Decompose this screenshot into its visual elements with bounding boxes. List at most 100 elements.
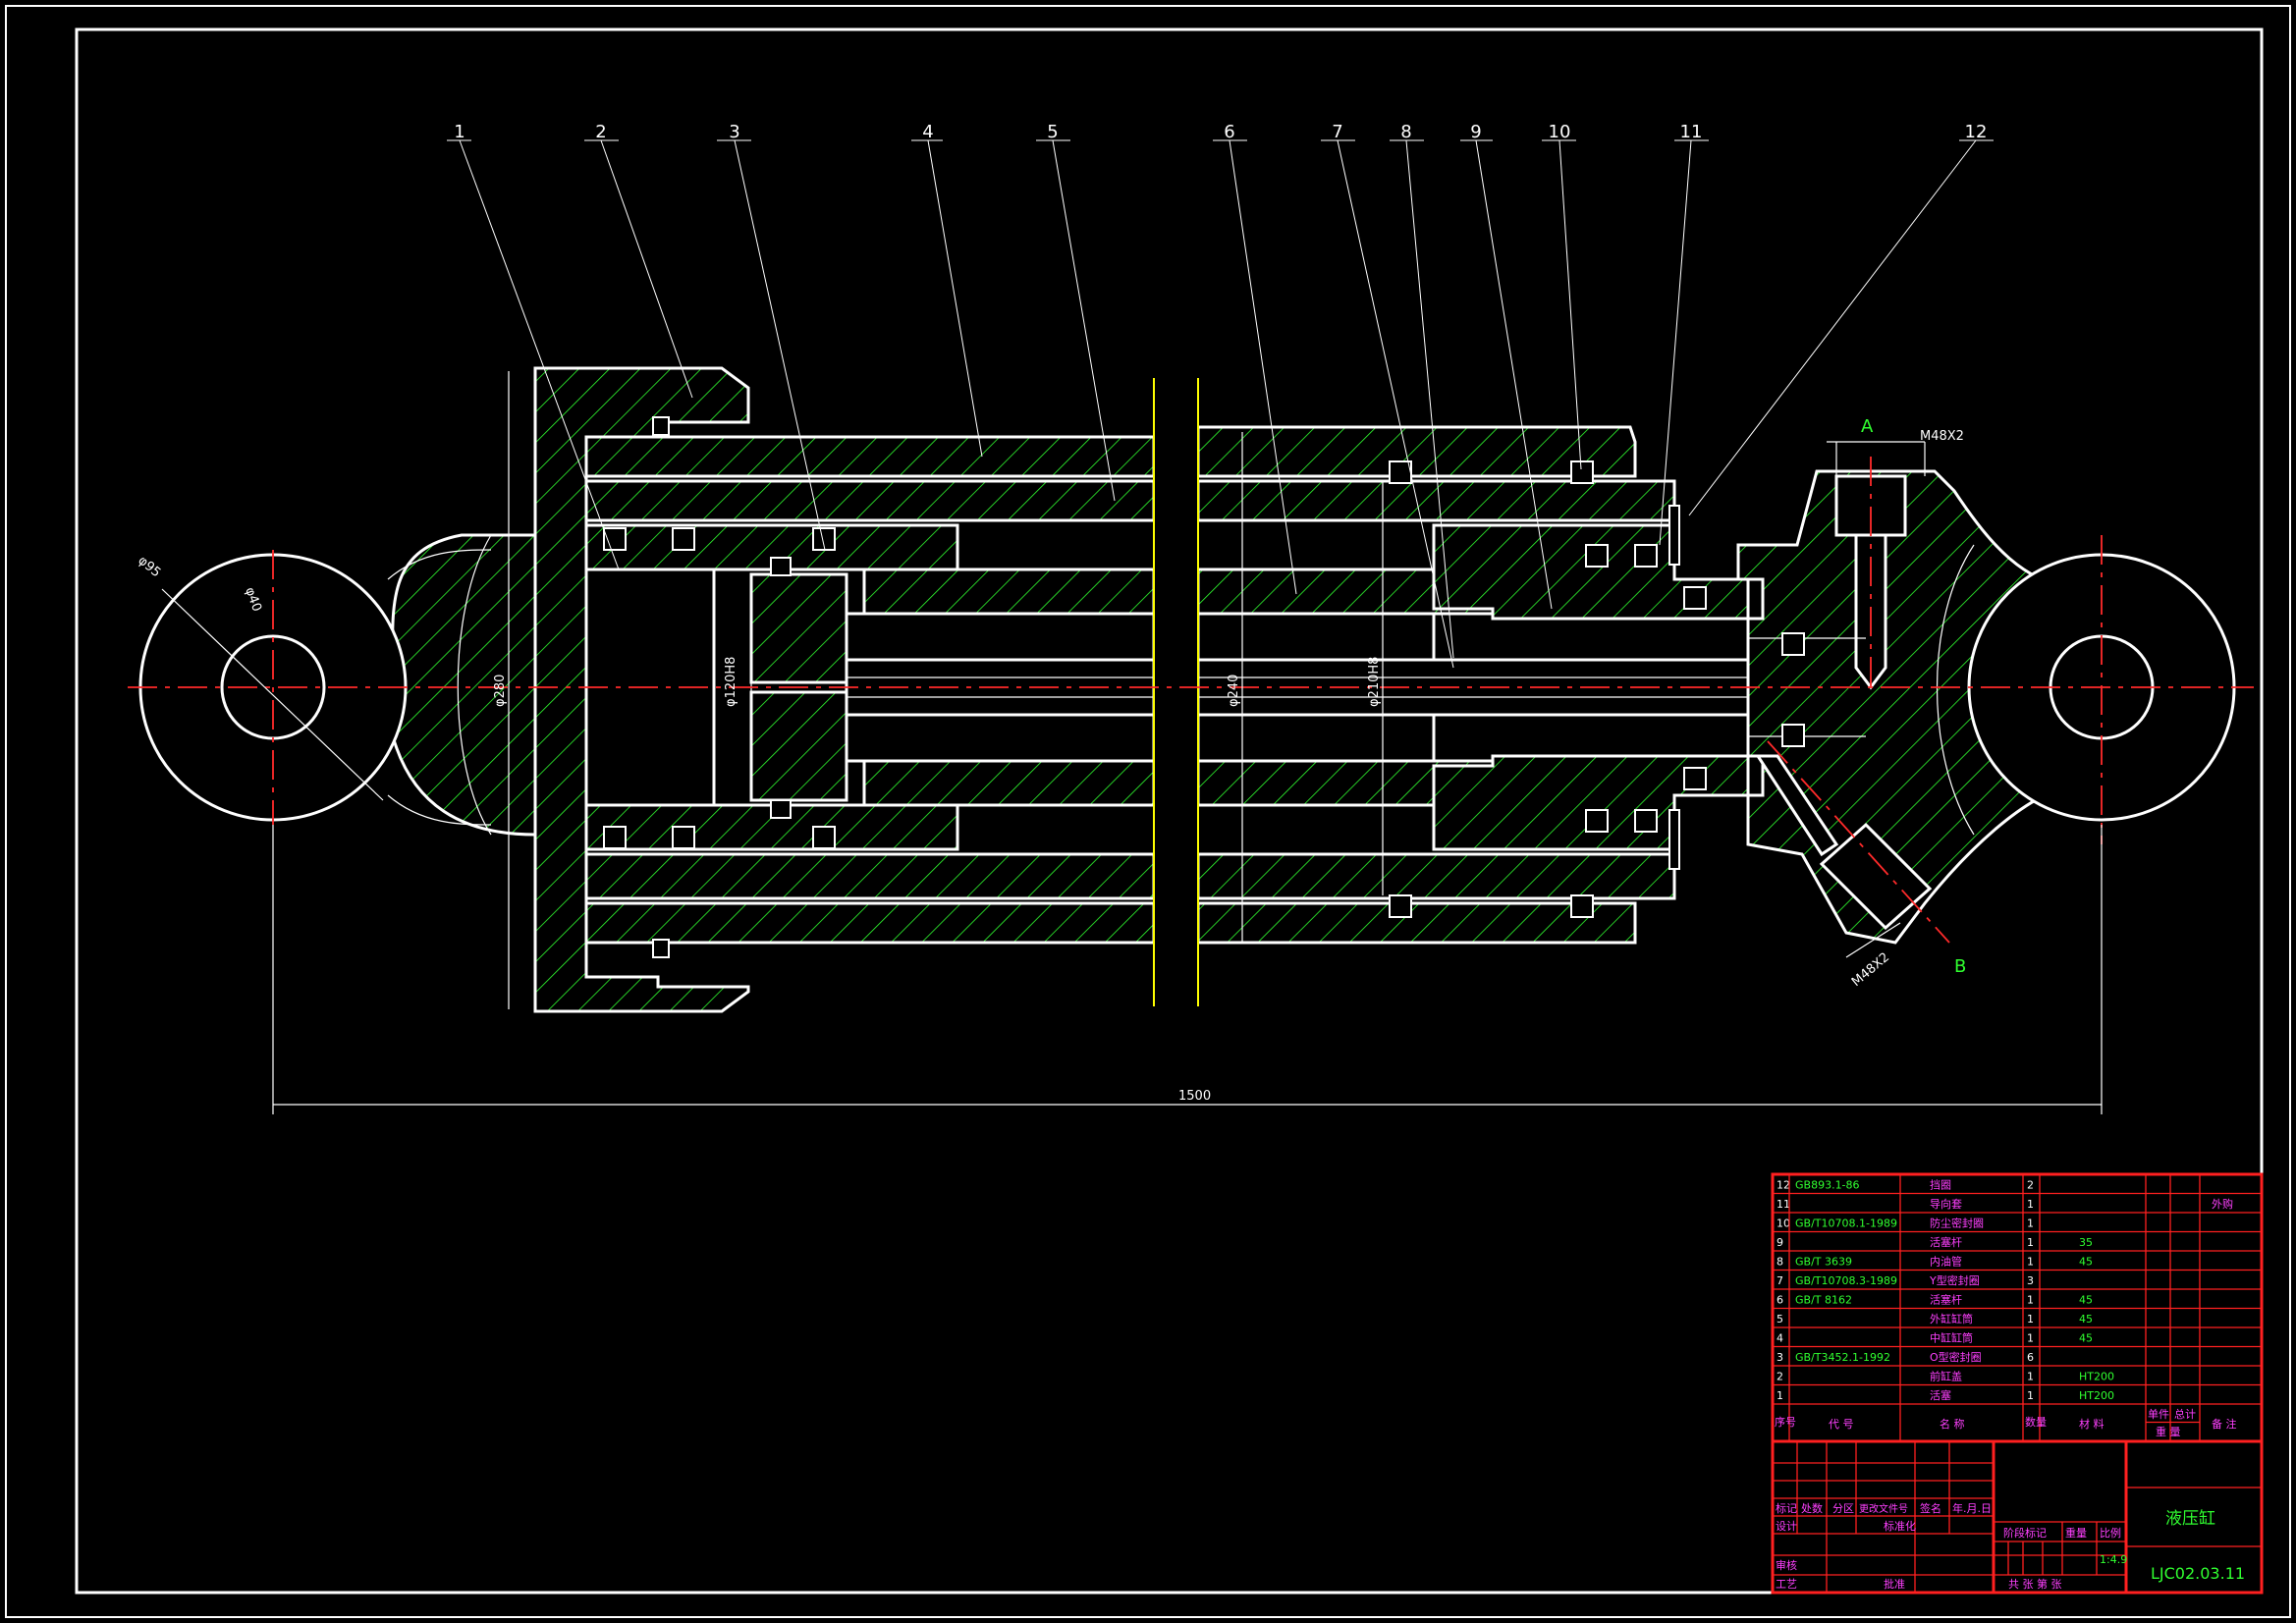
bom-cell-code: GB/T 8162 (1795, 1294, 1852, 1307)
bom-header-name: 名 称 (1940, 1417, 1965, 1431)
tb-sheets: 共 张 第 张 (2008, 1577, 2062, 1591)
tb-standard: 标准化 (1884, 1519, 1916, 1533)
tb-drawing-no: LJC02.03.11 (2151, 1564, 2245, 1583)
balloon-3: 3 (729, 122, 739, 142)
eye-outer-dim: φ95 (135, 554, 163, 581)
bom-cell-material: HT200 (2079, 1389, 2114, 1402)
bom-cell-name: 前缸盖 (1930, 1370, 1962, 1383)
tb-design: 设计 (1776, 1520, 1797, 1533)
bom-cell-qty: 6 (2027, 1351, 2034, 1364)
bom-cell-name: Y型密封圈 (1929, 1273, 1980, 1287)
bom-header-weight: 重 量 (2156, 1425, 2181, 1438)
bom-cell-material: 45 (2079, 1332, 2093, 1345)
break-gap (1154, 378, 1198, 1006)
bom-header-qty: 数量 (2025, 1416, 2047, 1429)
bom-cell-name: 导向套 (1930, 1197, 1962, 1211)
bom-cell-qty: 1 (2027, 1313, 2034, 1325)
balloon-5: 5 (1047, 122, 1058, 142)
balloon-11: 11 (1680, 122, 1703, 142)
bom-cell-material: HT200 (2079, 1371, 2114, 1383)
port-b (1819, 822, 1933, 931)
bom-header-code: 代 号 (1829, 1418, 1854, 1431)
bom-cell-qty: 1 (2027, 1198, 2034, 1211)
middle-barrel-bot (584, 852, 1156, 900)
balloon-1: 1 (454, 122, 465, 142)
bom-header-unit-weight: 单件 (2148, 1408, 2169, 1421)
bom-cell-name: 挡圈 (1930, 1178, 1951, 1192)
middle-barrel-top (584, 479, 1156, 522)
bom-cell-code: GB/T 3639 (1795, 1256, 1852, 1269)
tb-sign: 签名 (1920, 1501, 1941, 1515)
bom-cell-no: 3 (1777, 1351, 1783, 1364)
bom-cell-code: GB/T3452.1-1992 (1795, 1351, 1890, 1364)
bom-cell-no: 2 (1777, 1371, 1783, 1383)
balloon-10: 10 (1549, 122, 1571, 142)
tb-change-doc: 更改文件号 (1859, 1502, 1908, 1515)
tb-review: 审核 (1776, 1558, 1797, 1572)
bom-cell-no: 10 (1777, 1217, 1790, 1230)
bom-cell-no: 1 (1777, 1389, 1783, 1402)
middle-barrel-top-r (1196, 479, 1676, 522)
tb-date: 年.月.日 (1952, 1501, 1992, 1515)
balloon-9: 9 (1470, 122, 1481, 142)
title-block: 标记 处数 分区 更改文件号 签名 年.月.日 设计 标准化 审核 工艺 批准 … (1771, 1439, 2264, 1595)
bom-cell-name: 活塞杆 (1930, 1293, 1962, 1307)
outer-barrel-bot-r (1196, 901, 1637, 945)
port-b-centerline (1767, 740, 1950, 944)
bom-cell-qty: 1 (2027, 1371, 2034, 1383)
bom-cell-no: 9 (1777, 1236, 1783, 1249)
inner-tube-top (862, 568, 1156, 616)
bom-cell-qty: 1 (2027, 1294, 2034, 1307)
view-label-a: A (1861, 416, 1874, 437)
bom-cell-no: 8 (1777, 1256, 1783, 1269)
inner-border (75, 27, 2264, 1595)
seals (603, 416, 1805, 958)
bom-cell-name: 外缸缸筒 (1930, 1312, 1973, 1325)
bom-cell-no: 11 (1777, 1198, 1790, 1211)
bom-cell-name: 活塞杆 (1930, 1235, 1962, 1249)
view-label-b: B (1954, 956, 1966, 977)
tb-approve: 批准 (1884, 1577, 1905, 1591)
bom-cell-material: 45 (2079, 1256, 2093, 1269)
bom-header-material: 材 料 (2079, 1417, 2105, 1431)
bom-cell-no: 12 (1777, 1179, 1790, 1192)
outer-barrel-top (584, 435, 1156, 478)
balloon-12: 12 (1965, 122, 1988, 142)
flange-dia-dim: φ280 (493, 675, 508, 707)
bom-cell-note: 外购 (2212, 1197, 2233, 1211)
rod-dia-dim: φ210H8 (1367, 657, 1382, 707)
bom-cell-material: 45 (2079, 1294, 2093, 1307)
bom-cell-no: 6 (1777, 1294, 1783, 1307)
middle-barrel-bot-r (1196, 852, 1676, 900)
tb-weight: 重量 (2065, 1526, 2087, 1540)
tb-process: 工艺 (1776, 1578, 1797, 1591)
tb-mark: 标记 (1776, 1501, 1797, 1515)
bom-cell-qty: 1 (2027, 1256, 2034, 1269)
tb-scale: 比例 (2100, 1526, 2121, 1540)
bom-header-no: 序号 (1775, 1415, 1796, 1429)
bom-header-note: 备 注 (2212, 1417, 2237, 1431)
bom-cell-qty: 1 (2027, 1236, 2034, 1249)
balloon-4: 4 (922, 122, 933, 142)
bom-cell-qty: 1 (2027, 1389, 2034, 1402)
piston-dia-dim: φ120H8 (724, 657, 738, 707)
bom-cell-qty: 1 (2027, 1332, 2034, 1345)
balloon-7: 7 (1332, 122, 1342, 142)
bom-cell-name: 内油管 (1930, 1255, 1962, 1269)
bom-row: 8 GB/T 3639 内油管 1 45 (1777, 1255, 2093, 1269)
bom-cell-code: GB/T10708.1-1989 (1795, 1217, 1897, 1230)
bom-cell-no: 5 (1777, 1313, 1783, 1325)
bom-row: 2 前缸盖 1 HT200 (1777, 1370, 2114, 1383)
bom-cell-qty: 2 (2027, 1179, 2034, 1192)
bom-cell-name: O型密封圈 (1930, 1350, 1982, 1364)
outer-barrel-top-r (1196, 425, 1637, 478)
bom-row: 3 GB/T3452.1-1992 O型密封圈 6 (1777, 1350, 2034, 1364)
